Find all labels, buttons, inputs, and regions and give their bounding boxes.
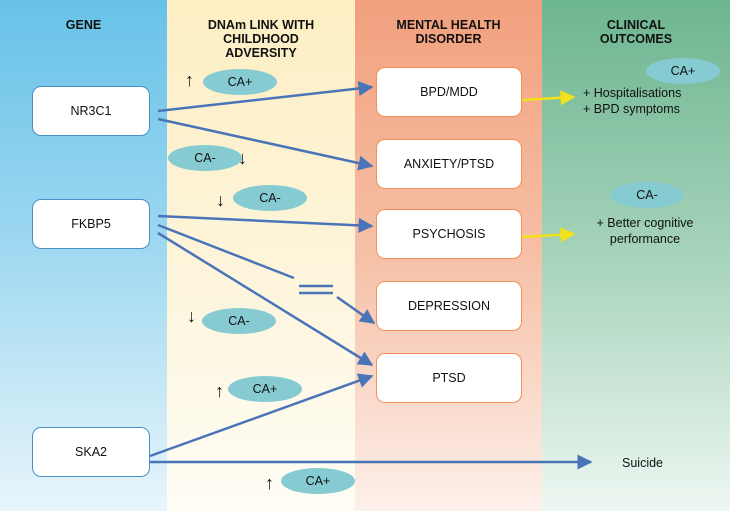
ca-badge-ska2-suicide: CA+ bbox=[281, 468, 355, 494]
disorder-box-depression: DEPRESSION bbox=[376, 281, 522, 331]
arrow-psychosis-outcome bbox=[521, 227, 576, 243]
gene-box-ska2: SKA2 bbox=[32, 427, 150, 477]
arrow-fkbp5-ptsd bbox=[157, 231, 374, 367]
clinical-outcomes-header: CLINICAL OUTCOMES bbox=[599, 18, 673, 46]
ca-badge-nr3c1-anxiety: CA- bbox=[168, 145, 242, 171]
outcome-bpd-line1: + Hospitalisations bbox=[583, 86, 682, 100]
down-arrow-icon: ↓ bbox=[216, 190, 225, 210]
mental-health-header: MENTAL HEALTH DISORDER bbox=[396, 18, 501, 46]
outcome-bpd-line2: + BPD symptoms bbox=[583, 102, 680, 116]
arrow-nr3c1-anxiety bbox=[157, 117, 374, 171]
dnam-header: DNAm LINK WITH CHILDHOOD ADVERSITY bbox=[207, 18, 315, 60]
ca-badge-nr3c1-bpd: CA+ bbox=[203, 69, 277, 95]
ca-badge-clinical-bpd: CA+ bbox=[646, 58, 720, 84]
arrow-ska2-ptsd bbox=[149, 373, 374, 458]
outcome-psychosis: + Better cognitive performance bbox=[580, 215, 710, 247]
gene-box-fkbp5: FKBP5 bbox=[32, 199, 150, 249]
arrow-nr3c1-bpd bbox=[157, 81, 374, 113]
outcome-suicide: Suicide bbox=[622, 456, 663, 470]
gene-box-nr3c1: NR3C1 bbox=[32, 86, 150, 136]
outcome-bpd: + Hospitalisations + BPD symptoms bbox=[583, 85, 681, 117]
up-arrow-icon: ↑ bbox=[215, 381, 224, 401]
up-arrow-icon: ↑ bbox=[185, 70, 194, 90]
ca-badge-clinical-psychosis: CA- bbox=[610, 182, 684, 208]
ca-badge-fkbp5-depression: CA- bbox=[202, 308, 276, 334]
arrow-fkbp5-depression-b bbox=[336, 295, 376, 325]
disorder-box-bpd-mdd: BPD/MDD bbox=[376, 67, 522, 117]
ca-badge-fkbp5-psychosis: CA- bbox=[233, 185, 307, 211]
disorder-box-psychosis: PSYCHOSIS bbox=[376, 209, 522, 259]
up-arrow-icon: ↑ bbox=[265, 473, 274, 493]
gene-header: GENE bbox=[65, 18, 102, 32]
disorder-box-anxiety-ptsd: ANXIETY/PTSD bbox=[376, 139, 522, 189]
ca-badge-fkbp5-ptsd: CA+ bbox=[228, 376, 302, 402]
down-arrow-icon: ↓ bbox=[187, 306, 196, 326]
down-arrow-icon: ↓ bbox=[238, 148, 247, 168]
disorder-box-ptsd: PTSD bbox=[376, 353, 522, 403]
outcome-psychosis-line2: performance bbox=[609, 232, 681, 246]
arrow-fkbp5-psychosis bbox=[157, 214, 374, 233]
arrow-fkbp5-depression-a bbox=[157, 223, 295, 280]
arrow-bpd-outcome bbox=[521, 90, 576, 106]
outcome-psychosis-line1: + Better cognitive bbox=[596, 216, 694, 230]
clinical-outcomes-column bbox=[542, 0, 730, 511]
gene-column bbox=[0, 0, 167, 511]
